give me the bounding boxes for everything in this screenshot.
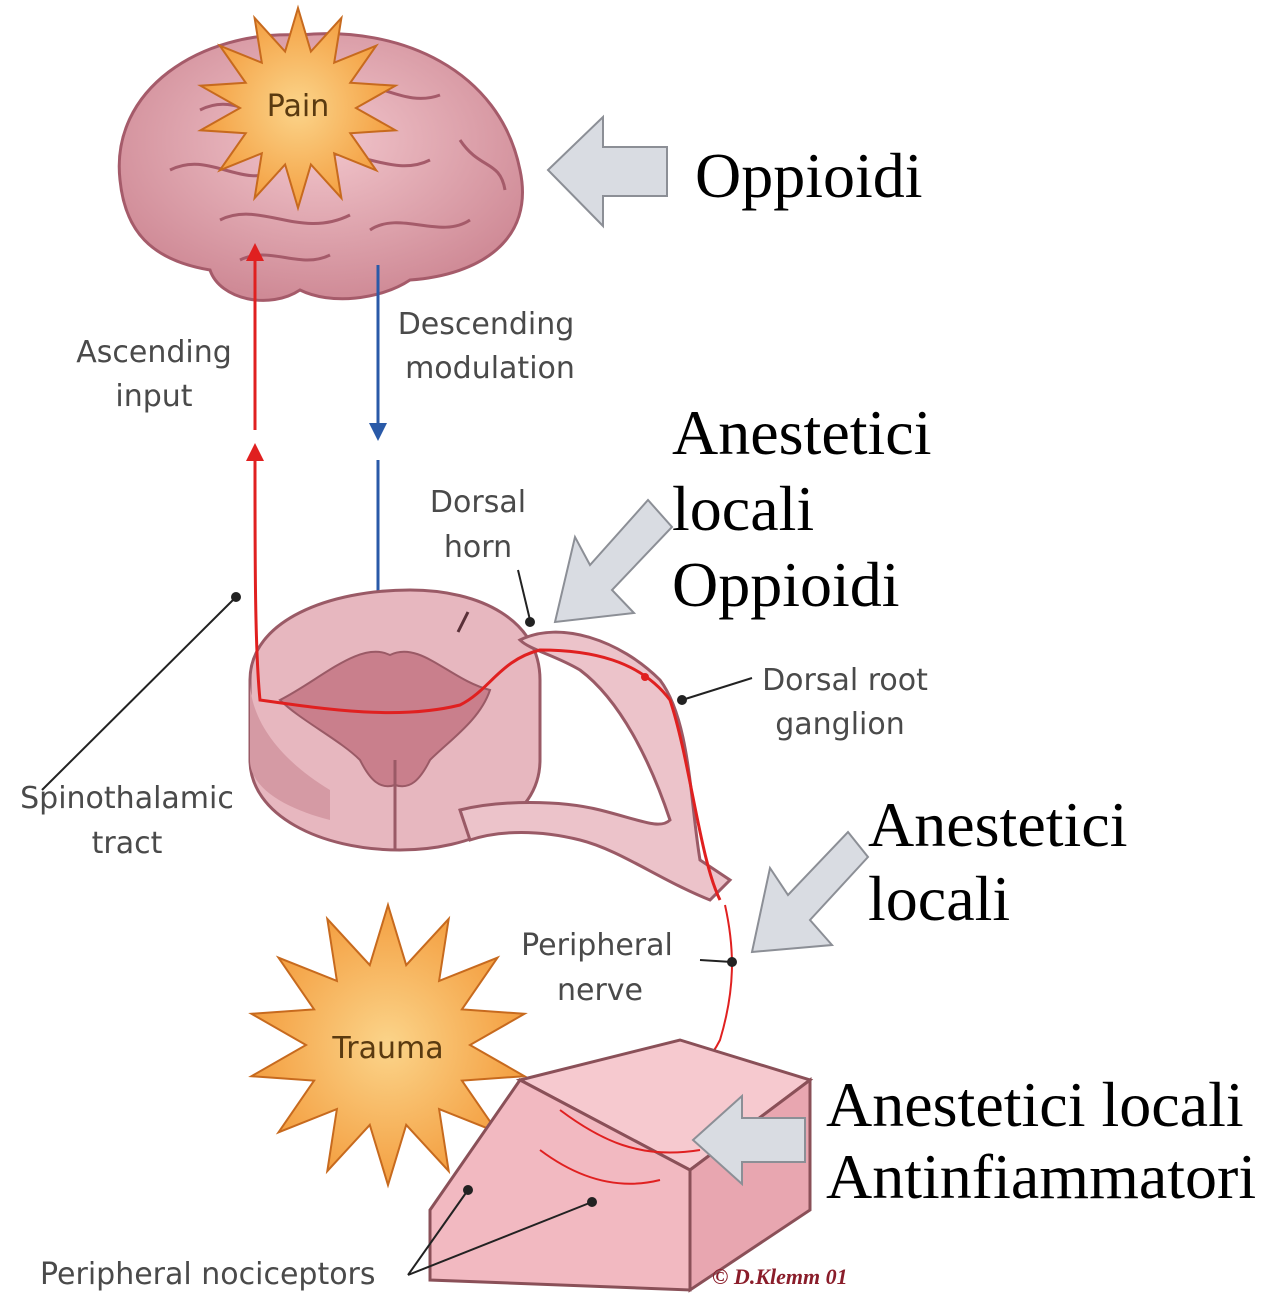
- drug-skin-line2: Antinfiammatori: [826, 1141, 1256, 1212]
- spinothalamic-label-line2: tract: [92, 826, 163, 861]
- dorsal-horn-label-line2: horn: [444, 530, 512, 565]
- drg-label-line2: ganglion: [775, 707, 905, 742]
- drug-spinal-line2: locali: [672, 473, 814, 544]
- spinal-cord: [250, 590, 730, 900]
- ascending-label-line1: Ascending: [76, 335, 232, 370]
- drug-nerve-line2: locali: [868, 863, 1010, 934]
- nociceptors-label: Peripheral nociceptors: [40, 1257, 376, 1292]
- drug-nerve-line1: Anestetici: [868, 789, 1127, 860]
- drug-labels: Oppioidi Anestetici locali Oppioidi Anes…: [672, 140, 1256, 1212]
- drug-spinal-line3: Oppioidi: [672, 549, 900, 620]
- drg-label-line1: Dorsal root: [762, 663, 928, 698]
- pain-label: Pain: [267, 89, 329, 124]
- peripheral-nerve-label-line1: Peripheral: [521, 928, 673, 963]
- spinothalamic-label-line1: Spinothalamic: [20, 781, 234, 816]
- trauma-label: Trauma: [331, 1031, 443, 1066]
- ascending-label-line2: input: [115, 379, 192, 414]
- arrow-nerve: [752, 832, 868, 952]
- descending-label-line2: modulation: [405, 351, 575, 386]
- dorsal-horn-label-line1: Dorsal: [430, 485, 526, 520]
- peripheral-nerve-label-line2: nerve: [557, 973, 643, 1008]
- drug-spinal-line1: Anestetici: [672, 397, 931, 468]
- copyright: © D.Klemm 01: [712, 1264, 848, 1289]
- drug-skin-line1: Anestetici locali: [826, 1069, 1244, 1140]
- drug-brain-line1: Oppioidi: [695, 140, 923, 211]
- arrow-brain: [548, 117, 667, 226]
- descending-label-line1: Descending: [398, 307, 575, 342]
- arrow-spinal: [555, 500, 672, 622]
